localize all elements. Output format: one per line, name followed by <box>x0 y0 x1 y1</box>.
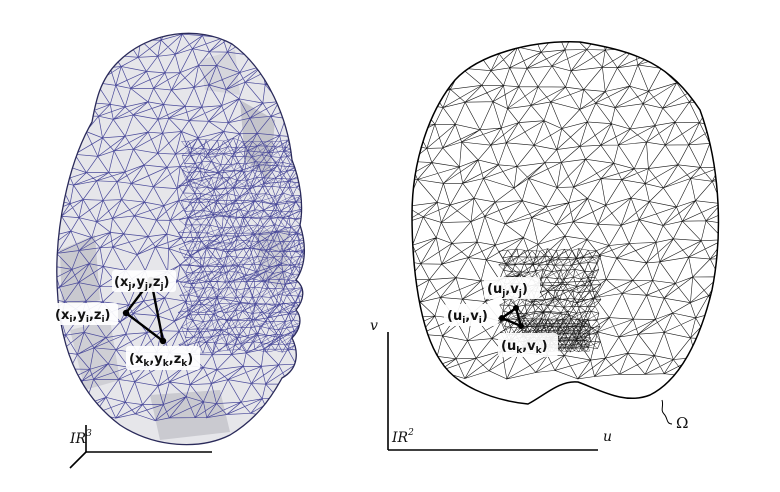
vertex-2d-k <box>518 323 524 329</box>
label-2d-i: (ui,vi) <box>444 304 498 326</box>
triangle-3d-edges <box>124 277 165 344</box>
triangle-2d-edges <box>499 306 523 329</box>
face-3d-outline <box>56 32 306 446</box>
vertex-2d-j <box>513 305 519 311</box>
svg-text:(xi,yi,zi): (xi,yi,zi) <box>55 308 111 325</box>
axes-3d <box>69 425 212 469</box>
svg-text:(xj,yj,zj): (xj,yj,zj) <box>114 275 170 292</box>
mesh3d-lines <box>177 137 305 354</box>
face-3d-mesh <box>56 33 305 422</box>
vertex-3d-k <box>159 337 167 345</box>
space-label-r2: IR2 <box>391 428 414 446</box>
face-3d-shade <box>200 50 240 95</box>
svg-text:(ui,vi): (ui,vi) <box>447 309 488 326</box>
mesh3d-lines <box>56 33 305 422</box>
label-2d-j: (uj,vj) <box>484 277 540 299</box>
label-2d-k: (uk,vk) <box>498 333 558 357</box>
svg-text:(uj,vj): (uj,vj) <box>487 282 528 299</box>
label-3d-j: (xj,yj,zj) <box>112 270 176 292</box>
axis-u-label: u <box>603 429 612 445</box>
vertex-3d-i <box>122 309 130 317</box>
vertex-2d-i <box>499 315 505 321</box>
axis-v-label: v <box>370 318 378 334</box>
omega-leader <box>661 399 673 425</box>
triangle-2d <box>499 305 524 329</box>
label-3d-k: (xk,yk,zk) <box>126 346 200 370</box>
face-3d-shade <box>60 235 100 310</box>
label-3d-i: (xi,yi,zi) <box>52 303 118 325</box>
face-3d-panel: (xj,yj,zj) (xi,yi,zi) (xk,yk,zk) IR3 <box>52 32 306 469</box>
space-label-r3: IR3 <box>69 429 92 447</box>
domain-label-omega: Ω <box>676 414 688 432</box>
face-2d-boundary <box>411 41 720 405</box>
face-2d-panel: (uj,vj) (ui,vi) (uk,vk) Ω v u IR2 <box>370 41 720 451</box>
axes-2d <box>387 332 598 451</box>
face-3d-surface <box>56 33 305 445</box>
axis-3d-depth <box>69 451 87 469</box>
